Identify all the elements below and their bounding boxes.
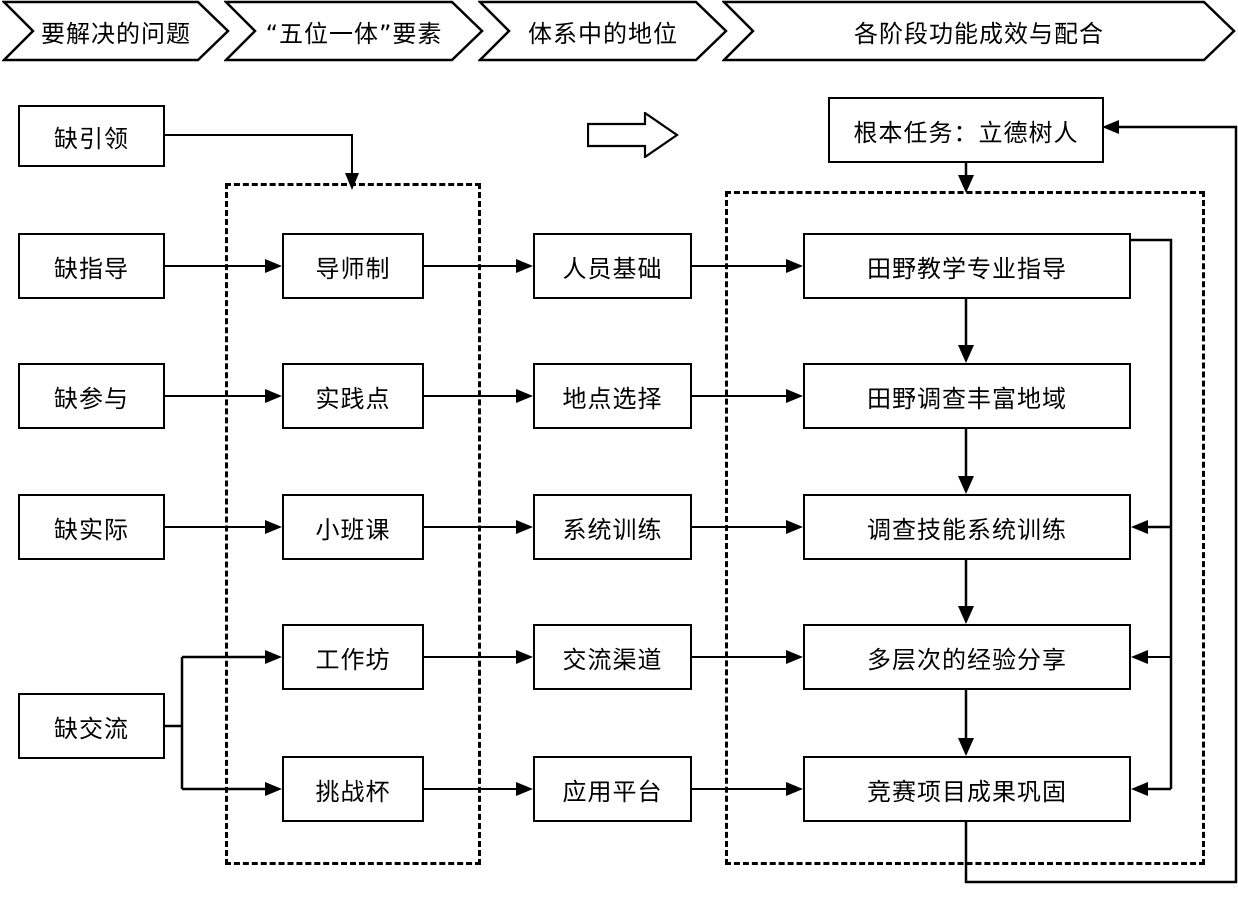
chevron-problems-label: 要解决的问题: [41, 19, 191, 48]
chevron-outcomes-label: 各阶段功能成效与配合: [854, 19, 1104, 48]
problem-label-4: 缺实际: [54, 515, 129, 544]
problem-box-5[interactable]: 缺交流: [18, 693, 165, 759]
position-box-1[interactable]: 人员基础: [533, 233, 692, 299]
element-box-3[interactable]: 小班课: [282, 494, 424, 560]
problem-box-1[interactable]: 缺引领: [18, 105, 165, 167]
position-label-5: 应用平台: [562, 777, 663, 806]
problem-label-5: 缺交流: [54, 714, 129, 743]
outcome-box-3[interactable]: 调查技能系统训练: [803, 494, 1131, 560]
position-label-1: 人员基础: [562, 254, 663, 283]
element-label-4: 工作坊: [315, 645, 391, 674]
chevron-elements: “五位一体”要素: [224, 0, 484, 62]
problem-label-1: 缺引领: [54, 124, 129, 153]
right-block-arrow-icon: [586, 110, 679, 163]
position-box-3[interactable]: 系统训练: [533, 494, 692, 560]
position-label-4: 交流渠道: [562, 645, 663, 674]
outcome-box-4[interactable]: 多层次的经验分享: [803, 624, 1131, 690]
problem-label-3: 缺参与: [54, 384, 129, 413]
element-box-2[interactable]: 实践点: [282, 363, 424, 429]
root-task-box[interactable]: 根本任务：立德树人: [828, 97, 1104, 163]
header-chevron-row: 要解决的问题 “五位一体”要素 体系中的地位 各阶段功能成效与配合: [0, 0, 1238, 64]
chevron-problems: 要解决的问题: [2, 0, 230, 62]
element-label-1: 导师制: [315, 254, 391, 283]
element-box-1[interactable]: 导师制: [282, 233, 424, 299]
outcome-label-5: 竞赛项目成果巩固: [867, 777, 1067, 806]
outcome-label-2: 田野调查丰富地域: [867, 384, 1067, 413]
chevron-elements-label: “五位一体”要素: [265, 19, 443, 48]
element-label-3: 小班课: [315, 515, 391, 544]
chevron-positions-label: 体系中的地位: [528, 19, 678, 48]
position-label-3: 系统训练: [562, 515, 663, 544]
root-task-label: 根本任务：立德树人: [853, 118, 1079, 147]
chevron-positions: 体系中的地位: [478, 0, 728, 62]
element-box-5[interactable]: 挑战杯: [282, 756, 424, 822]
element-label-2: 实践点: [315, 384, 391, 413]
outcome-box-2[interactable]: 田野调查丰富地域: [803, 363, 1131, 429]
outcome-box-1[interactable]: 田野教学专业指导: [803, 233, 1131, 299]
outcome-label-4: 多层次的经验分享: [867, 645, 1067, 674]
position-box-5[interactable]: 应用平台: [533, 756, 692, 822]
problem-label-2: 缺指导: [54, 254, 129, 283]
outcome-box-5[interactable]: 竞赛项目成果巩固: [803, 756, 1131, 822]
position-box-2[interactable]: 地点选择: [533, 363, 692, 429]
position-label-2: 地点选择: [562, 384, 663, 413]
problem-box-3[interactable]: 缺参与: [18, 363, 165, 429]
chevron-outcomes: 各阶段功能成效与配合: [722, 0, 1236, 62]
element-label-5: 挑战杯: [315, 777, 391, 806]
position-box-4[interactable]: 交流渠道: [533, 624, 692, 690]
outcome-label-1: 田野教学专业指导: [867, 254, 1067, 283]
problem-box-2[interactable]: 缺指导: [18, 233, 165, 299]
problem-box-4[interactable]: 缺实际: [18, 494, 165, 560]
outcome-label-3: 调查技能系统训练: [867, 515, 1067, 544]
element-box-4[interactable]: 工作坊: [282, 624, 424, 690]
